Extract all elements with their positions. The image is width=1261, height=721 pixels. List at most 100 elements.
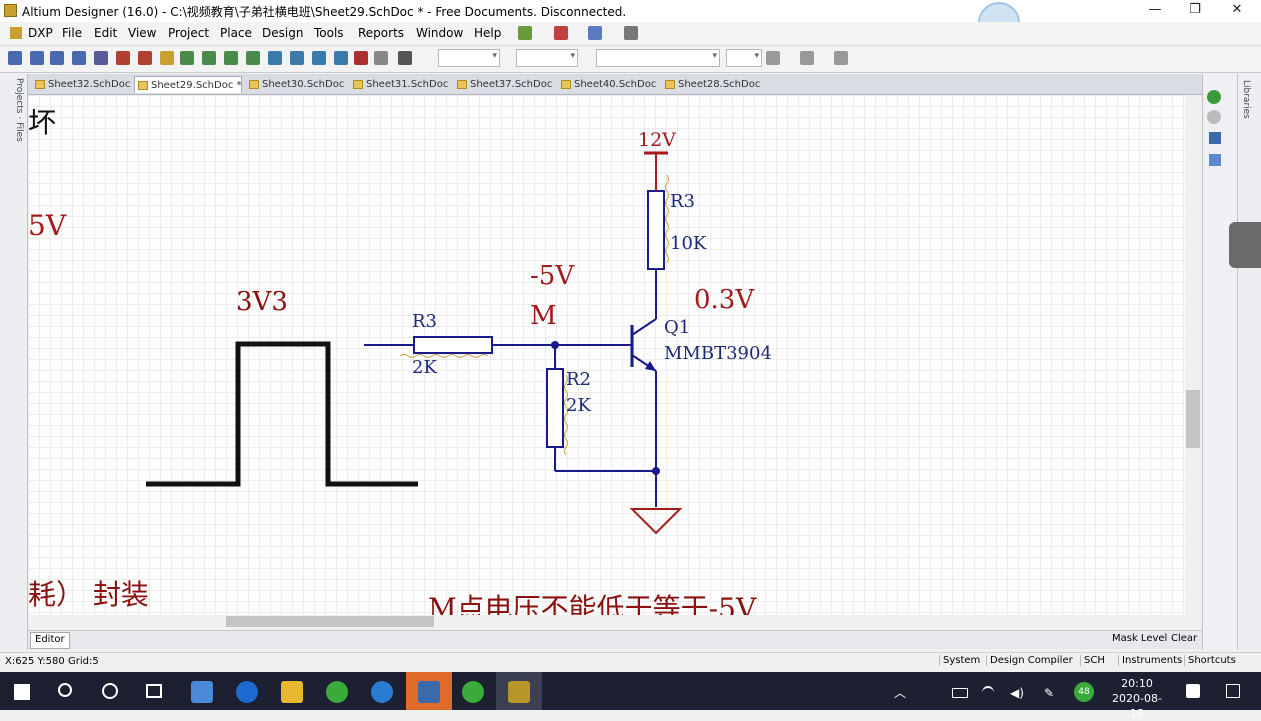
minimize-button[interactable]: — bbox=[1148, 2, 1162, 17]
harness-entry-icon[interactable] bbox=[268, 51, 282, 65]
projects-panel-label[interactable]: Projects · Files bbox=[14, 78, 24, 142]
status-shortcuts-button[interactable]: Shortcuts bbox=[1184, 655, 1239, 666]
signal-harness-icon[interactable] bbox=[50, 51, 64, 65]
menu-dxp[interactable]: DXP bbox=[28, 26, 53, 40]
pen-icon[interactable] bbox=[398, 51, 412, 65]
forward-arrow-icon[interactable] bbox=[1207, 110, 1221, 124]
net-label-icon[interactable] bbox=[94, 51, 108, 65]
vertical-scrollbar[interactable] bbox=[1185, 95, 1202, 615]
tray-battery-icon[interactable] bbox=[952, 688, 968, 698]
document-icon[interactable] bbox=[1209, 154, 1221, 166]
toolbar-grid-icon[interactable] bbox=[624, 26, 638, 40]
compile-mask-icon[interactable] bbox=[374, 51, 388, 65]
menu-design[interactable]: Design bbox=[262, 26, 304, 40]
menu-edit[interactable]: Edit bbox=[94, 26, 118, 40]
cortana-icon[interactable] bbox=[102, 683, 118, 699]
status-sch-button[interactable]: SCH bbox=[1080, 655, 1108, 666]
schdoc-icon bbox=[561, 80, 571, 89]
toolbar-power-icon[interactable] bbox=[588, 26, 602, 40]
sogou-icon[interactable] bbox=[371, 681, 393, 703]
start-icon[interactable] bbox=[14, 684, 30, 700]
tray-volume-icon[interactable]: ◀) bbox=[1010, 686, 1024, 700]
tab-sheet30[interactable]: Sheet30.SchDoc bbox=[246, 76, 346, 93]
edge-icon[interactable] bbox=[236, 681, 258, 703]
browser-icon[interactable] bbox=[326, 681, 348, 703]
video-app-icon[interactable] bbox=[418, 681, 440, 703]
vertical-scroll-thumb[interactable] bbox=[1186, 390, 1200, 448]
search-icon[interactable] bbox=[58, 683, 72, 697]
horizontal-scroll-thumb[interactable] bbox=[226, 616, 434, 627]
navigation-panel bbox=[1202, 74, 1237, 650]
arrange-icon[interactable] bbox=[834, 51, 848, 65]
schematic-canvas[interactable]: 坏 5V 3V3 R3 2K -5V M 12V R3 10K 0.3V Q1 … bbox=[28, 95, 1185, 615]
home-icon[interactable] bbox=[1209, 132, 1221, 144]
close-button[interactable]: ✕ bbox=[1231, 2, 1243, 17]
style-combo[interactable] bbox=[596, 49, 720, 67]
size-combo[interactable] bbox=[516, 49, 578, 67]
wire-icon[interactable] bbox=[8, 51, 22, 65]
harness-connector-icon[interactable] bbox=[246, 51, 260, 65]
status-instruments-button[interactable]: Instruments bbox=[1118, 655, 1185, 666]
tab-sheet28[interactable]: Sheet28.SchDoc bbox=[662, 76, 762, 93]
resistor-r3-in bbox=[413, 336, 493, 354]
window-title: Altium Designer (16.0) - C:\视频教育\子弟社横电班\… bbox=[22, 5, 627, 19]
menu-reports[interactable]: Reports bbox=[358, 26, 405, 40]
tab-sheet29[interactable]: Sheet29.SchDoc * bbox=[134, 76, 242, 93]
action-center-icon[interactable] bbox=[1226, 684, 1240, 698]
menu-tools[interactable]: Tools bbox=[314, 26, 344, 40]
menu-help[interactable]: Help bbox=[474, 26, 502, 40]
mask-level-button[interactable]: Mask Level bbox=[1112, 633, 1168, 644]
align-icon[interactable] bbox=[766, 51, 780, 65]
menu-project[interactable]: Project bbox=[168, 26, 210, 40]
wechat-icon[interactable] bbox=[462, 681, 484, 703]
no-erc-icon[interactable] bbox=[354, 51, 368, 65]
tab-sheet37[interactable]: Sheet37.SchDoc bbox=[454, 76, 554, 93]
part-icon[interactable] bbox=[160, 51, 174, 65]
line-style-icon[interactable] bbox=[800, 51, 814, 65]
status-system-button[interactable]: System bbox=[939, 655, 983, 666]
schdoc-icon bbox=[35, 80, 45, 89]
bus-entry-icon[interactable] bbox=[72, 51, 86, 65]
menu-window[interactable]: Window bbox=[416, 26, 464, 40]
libraries-panel-strip[interactable] bbox=[1237, 74, 1261, 650]
q1-part-number: MMBT3904 bbox=[664, 343, 772, 364]
editor-tab[interactable]: Editor bbox=[30, 632, 70, 649]
tray-pen-icon[interactable]: ✎ bbox=[1044, 686, 1055, 700]
horizontal-scrollbar[interactable] bbox=[28, 615, 1108, 629]
tray-wifi-icon[interactable] bbox=[982, 686, 994, 700]
altium-taskbar-icon[interactable] bbox=[508, 681, 530, 703]
font-combo[interactable] bbox=[438, 49, 500, 67]
toolbar-print-icon[interactable] bbox=[554, 26, 568, 40]
vcc-port-icon[interactable] bbox=[138, 51, 152, 65]
sheet-entry-icon[interactable] bbox=[202, 51, 216, 65]
device-sheet-icon[interactable] bbox=[224, 51, 238, 65]
menu-place[interactable]: Place bbox=[220, 26, 252, 40]
menu-view[interactable]: View bbox=[128, 26, 157, 40]
bus-icon[interactable] bbox=[30, 51, 44, 65]
sheet-symbol-icon[interactable] bbox=[180, 51, 194, 65]
gnd-port-icon[interactable] bbox=[116, 51, 130, 65]
tab-sheet31[interactable]: Sheet31.SchDoc bbox=[350, 76, 450, 93]
toolbar-wizard-icon[interactable] bbox=[518, 26, 532, 40]
status-design-compiler-button[interactable]: Design Compiler bbox=[986, 655, 1076, 666]
width-combo[interactable] bbox=[726, 49, 762, 67]
tray-notification-icon[interactable] bbox=[1186, 684, 1200, 698]
explorer-icon[interactable] bbox=[281, 681, 303, 703]
libraries-panel-label[interactable]: Libraries bbox=[1241, 80, 1251, 119]
clear-button[interactable]: Clear bbox=[1171, 633, 1198, 644]
projects-panel-strip[interactable] bbox=[0, 74, 28, 650]
tab-sheet32[interactable]: Sheet32.SchDoc bbox=[32, 76, 130, 93]
task-view-icon[interactable] bbox=[146, 684, 162, 698]
back-arrow-icon[interactable] bbox=[1207, 90, 1221, 104]
tray-chevron-icon[interactable]: ︿ bbox=[894, 686, 907, 700]
tray-badge[interactable]: 48 bbox=[1074, 682, 1094, 702]
taskbar-clock[interactable]: 20:10 2020-08-18 bbox=[1107, 676, 1167, 721]
maximize-button[interactable]: ❐ bbox=[1189, 2, 1201, 17]
menu-file[interactable]: File bbox=[62, 26, 83, 40]
port-icon[interactable] bbox=[290, 51, 304, 65]
floating-widget[interactable] bbox=[1229, 222, 1261, 268]
off-sheet-icon[interactable] bbox=[312, 51, 326, 65]
calculator-icon[interactable] bbox=[191, 681, 213, 703]
directive-icon[interactable] bbox=[334, 51, 348, 65]
tab-sheet40[interactable]: Sheet40.SchDoc bbox=[558, 76, 658, 93]
